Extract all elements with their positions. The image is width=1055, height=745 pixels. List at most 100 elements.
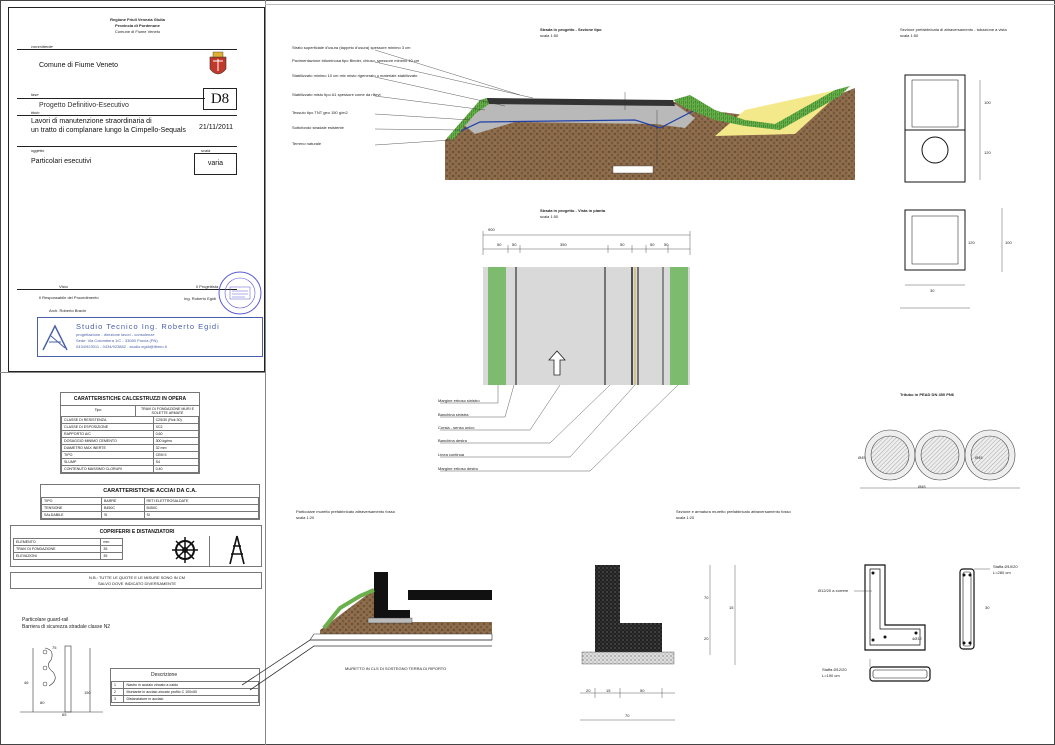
chair-spacer-icon <box>229 535 245 565</box>
culvert-drawing <box>900 74 1003 309</box>
plan-scale: scala 1:50 <box>540 214 559 219</box>
plan-label-1: Margine erboso sinistro <box>438 398 480 403</box>
reinforced-dim-2: 15 <box>729 605 734 610</box>
concrete-title: CARATTERISTICHE CALCESTRUZZI IN OPERA <box>73 396 187 402</box>
wall-section-drawing <box>580 565 736 721</box>
scale-label: scala <box>201 148 211 153</box>
table-cell: 0,60 <box>152 430 200 438</box>
note-box: N.B.: TUTTE LE QUOTE E LE MISURE SONO IN… <box>10 572 262 589</box>
concrete-col-name: Tipo <box>94 408 102 412</box>
object-text: Particolari esecutivi <box>31 158 92 165</box>
designer-name: Ing. Roberto Egidi <box>184 296 217 301</box>
wall-caption: MURETTO IN CLS DI SOSTEGNO TERRA DI RIPO… <box>345 666 447 671</box>
culvert-dim-4: 100 <box>1005 240 1012 245</box>
table-cell: DOSAGGIO MINIMO CEMENTO <box>61 437 154 445</box>
table-cell: CLASSE DI ESPOSIZIONE <box>61 423 154 431</box>
concrete-table: CARATTERISTICHE CALCESTRUZZI IN OPERA Ti… <box>60 392 200 474</box>
table-cell: 35 <box>100 545 123 553</box>
section-label-5: Tessuto tipo TNT geo 150 g/m2 <box>292 110 348 115</box>
pipe-dim-3: Ø45 <box>975 455 983 460</box>
spacer-icon <box>172 537 198 563</box>
designer-label: Il Progettista <box>196 284 219 289</box>
section-label-6: Sottofondo stradale esistente <box>292 125 344 130</box>
table-cell: B450C <box>143 504 259 512</box>
reinforced-dim-5: 15 <box>606 688 611 693</box>
culvert-scale: scala 1:50 <box>900 33 919 38</box>
rebar-label-6: 4Ø12 <box>912 636 922 641</box>
plan-label-6: Margine erboso destro <box>438 466 479 471</box>
studio-name: Studio Tecnico Ing. Roberto Egidi <box>76 322 220 331</box>
plan-label-5: Linea continua <box>438 452 465 457</box>
reinforced-dim-7: 70 <box>625 713 630 718</box>
plan-dim-6: 50 <box>664 242 669 247</box>
rebar-drawing <box>854 564 990 682</box>
section-title: Strada in progetto - Sezione tipo <box>540 27 602 32</box>
table-cell: TIPO <box>61 451 154 459</box>
studio-line-3: 0434/923011 - 0434/923882 - studio.egidi… <box>76 344 167 349</box>
object-label: oggetto <box>31 148 45 153</box>
title-block: Regione Friuli Venezia Giulia Provincia … <box>8 7 265 372</box>
rup-label: Il Responsabile del Procedimento <box>39 295 99 300</box>
guardrail-dim-1: 75 <box>52 645 57 650</box>
table-cell: TRAVI DI FONDAZIONE <box>12 545 102 553</box>
reinforced-dim-4: 20 <box>586 688 591 693</box>
culvert-dim-3: 120 <box>968 240 975 245</box>
table-cell: SLUMP <box>61 458 154 466</box>
steel-title: CARATTERISTICHE ACCIAI DA C.A. <box>103 488 197 494</box>
rebar-label-3: Ø12/20 a correre <box>818 588 849 593</box>
guardrail-drawing <box>20 645 103 713</box>
table-cell: C25/30 (Rck 30) <box>152 416 200 424</box>
table-cell: BARRE <box>101 497 145 505</box>
section-label-4: Stabilizzato misto tipo A1 spessore come… <box>292 92 381 97</box>
rebar-label-1: Staffa Ø10/20 <box>993 564 1018 569</box>
rebar-label-5: L=190 cm <box>822 673 840 678</box>
table-cell: ELEVAZIONI <box>12 552 102 560</box>
table-cell: CONTENUTO MASSIMO CLORURI <box>61 465 154 473</box>
culvert-dim-1: 100 <box>984 100 991 105</box>
studio-line-2: Sede: Via Colombera 1/C - 33080 Porcia (… <box>76 338 158 343</box>
table-cell: 1 <box>110 681 125 689</box>
concrete-col-header: TRAVI DI FONDAZIONE MURI E SOLETTE ARMAT… <box>135 406 199 416</box>
culvert-dim-5: 30 <box>930 288 935 293</box>
table-cell: 3 <box>110 695 125 703</box>
pipe-dim-2: Ø45 <box>918 484 926 489</box>
table-cell: CLASSE DI RESISTENZA <box>61 416 154 424</box>
studio-box: Studio Tecnico Ing. Roberto Egidi proget… <box>37 317 263 357</box>
plan-dim-total: 900 <box>488 227 495 232</box>
table-cell: B450C <box>101 504 145 512</box>
table-cell: DIAMETRO MAX INERTE <box>61 444 154 452</box>
municipality-header: Comune di Fiume Veneto <box>114 29 161 34</box>
client-name: Comune di Fiume Veneto <box>39 62 118 69</box>
table-cell: RETI ELETTROSALDATE <box>143 497 259 505</box>
culvert-dim-2: 120 <box>984 150 991 155</box>
note-line-1: N.B.: TUTTE LE QUOTE E LE MISURE SONO IN… <box>89 575 185 580</box>
pipe-dim-1: Ø45 <box>858 455 866 460</box>
road-cross-section <box>374 49 855 180</box>
plan-label-3: Corsia - senso unico <box>438 425 475 430</box>
visa-label: Visto <box>59 284 68 289</box>
table-cell: TENSIONE <box>40 504 103 512</box>
table-cell: SALDABILE <box>40 511 103 519</box>
table-cell: SI <box>143 511 259 519</box>
table-cell: mm <box>100 538 123 546</box>
title-label: titolo <box>31 110 40 115</box>
section-label-1: Strato superficiale d'usura (tappeto d'u… <box>292 45 411 50</box>
plan-dim-1: 50 <box>497 242 502 247</box>
phase-label: fase <box>31 92 39 97</box>
